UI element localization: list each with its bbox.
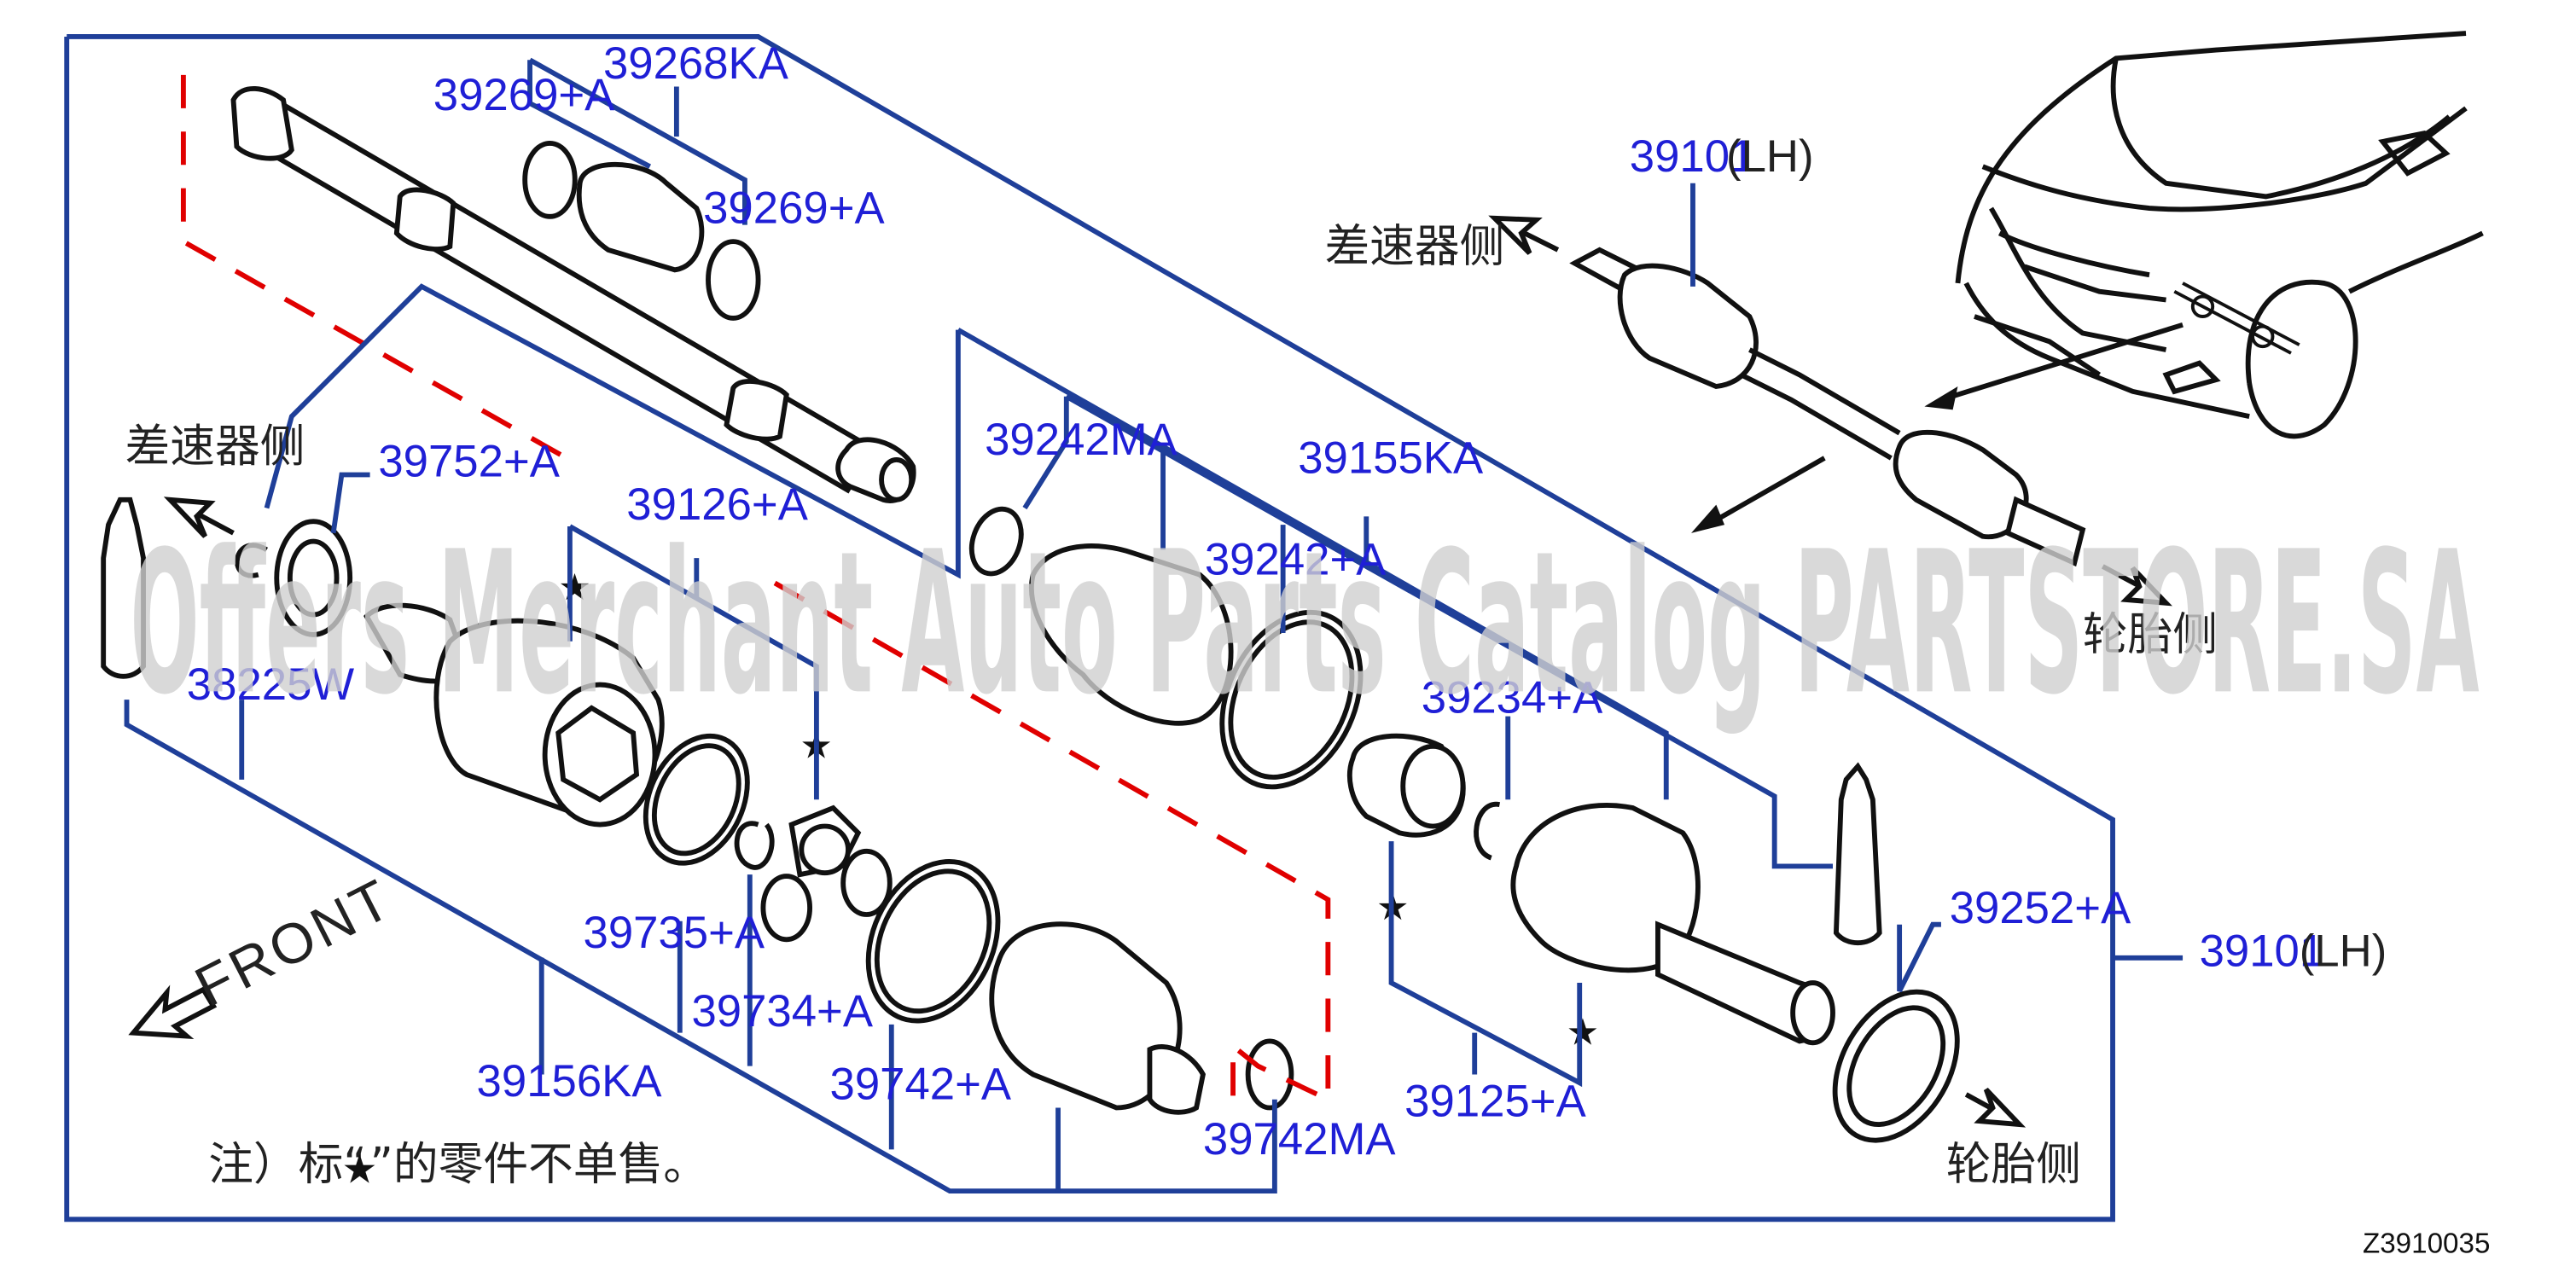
- long-shaft-group: [180, 74, 916, 503]
- part-number-39735A[interactable]: 39735+A: [584, 908, 765, 958]
- main-assembly-frame: [64, 34, 2115, 1222]
- callout-39252A: [1897, 921, 1941, 993]
- part-number-39269A-top[interactable]: 39269+A: [433, 70, 615, 120]
- bottom-bracket: [124, 700, 1277, 1194]
- callout-39242MA: [1022, 396, 1069, 510]
- note-prefix: 注）标“: [208, 1138, 366, 1190]
- callout-grease-tube: [1364, 564, 1834, 869]
- callout-39268KA-left: [527, 60, 652, 169]
- part-number-39126A[interactable]: 39126+A: [626, 479, 808, 530]
- part-number-39156KA[interactable]: 39156KA: [477, 1056, 663, 1106]
- part-number-39125A[interactable]: 39125+A: [1404, 1076, 1586, 1126]
- outer-joint-group: ★ ★: [968, 506, 1960, 1143]
- differential-arrow: [163, 497, 216, 538]
- star-mark-1: ★: [558, 567, 591, 608]
- part-number-39268KA[interactable]: 39268KA: [603, 38, 789, 89]
- part-number-39752A[interactable]: 39752+A: [378, 436, 560, 486]
- watermark: Offers Merchant Auto Parts Catalog PARTS…: [130, 509, 2479, 738]
- part-number-39734A[interactable]: 39734+A: [691, 986, 873, 1037]
- wheel-side-label: 轮胎侧: [1946, 1138, 2081, 1190]
- part-number-39101-inset[interactable]: 39101: [1630, 131, 1755, 182]
- note-suffix: ”的零件不单售。: [370, 1138, 708, 1190]
- part-number-39269A-right[interactable]: 39269+A: [703, 183, 885, 234]
- wheel-side-arrow: [1974, 1088, 2026, 1128]
- callout-39268KA-right: [528, 57, 747, 225]
- inner-joint-group: ★ ★: [101, 283, 1669, 1115]
- star-mark-4: ★: [1567, 1012, 1600, 1053]
- part-number-39155KA[interactable]: 39155KA: [1298, 433, 1484, 484]
- part-number-39101-main[interactable]: 39101: [2200, 926, 2325, 977]
- callout-39126A-right: [568, 524, 819, 741]
- part-number-38225W[interactable]: 38225W: [187, 659, 355, 710]
- part-number-39242A[interactable]: 39242+A: [1205, 535, 1387, 585]
- part-number-39242MA[interactable]: 39242MA: [985, 415, 1178, 465]
- lh-label-main: (LH): [2300, 926, 2387, 977]
- part-number-39252A[interactable]: 39252+A: [1950, 883, 2131, 933]
- part-number-39234A[interactable]: 39234+A: [1422, 673, 1603, 723]
- front-label: FRONT: [185, 867, 403, 1019]
- differential-side-label: 差速器侧: [125, 421, 305, 473]
- vehicle-inset: 差速器侧 39101 (LH): [1324, 31, 2484, 607]
- differential-side-label-inset: 差速器侧: [1324, 221, 1504, 273]
- front-direction-indicator: FRONT: [128, 867, 403, 1040]
- lh-label-inset: (LH): [1726, 131, 1814, 182]
- part-number-39742MA[interactable]: 39742MA: [1203, 1114, 1397, 1164]
- diagram-code: Z3910035: [2363, 1228, 2490, 1259]
- note-star-icon: ★: [341, 1147, 377, 1191]
- wheel-side-label-inset: 轮胎侧: [2083, 609, 2218, 661]
- part-number-39742A[interactable]: 39742+A: [830, 1060, 1012, 1110]
- callout-39125A-bracket: [1388, 841, 1583, 1088]
- callout-39752A: [330, 472, 370, 534]
